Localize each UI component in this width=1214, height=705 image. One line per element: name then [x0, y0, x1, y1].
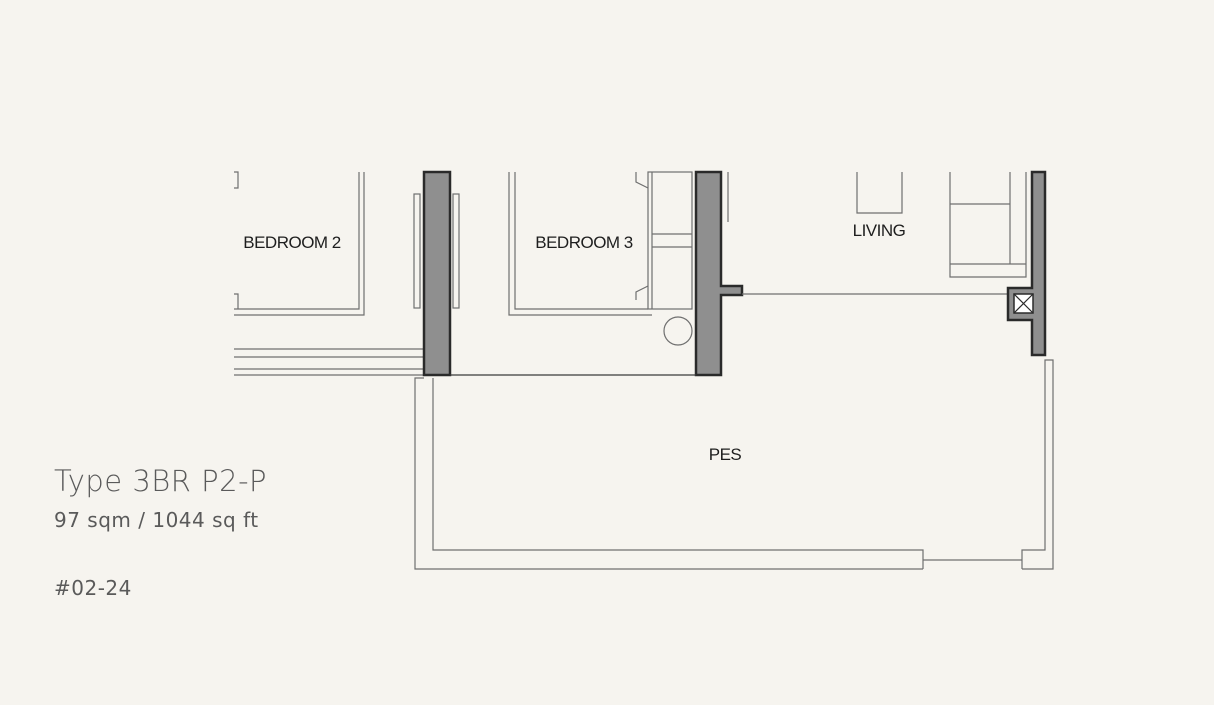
room-label-pes: PES: [709, 445, 742, 464]
wardrobe: [635, 171, 693, 310]
sliding-door: [413, 193, 460, 309]
room-label-bedroom-2: BEDROOM 2: [243, 233, 341, 252]
living-sofa: [949, 172, 1027, 278]
bedroom-3-outline: [508, 172, 652, 316]
corridor-lines: [234, 348, 424, 376]
structural-wall-1: [422, 170, 452, 377]
living-table: [856, 172, 903, 214]
unit-size: 97 sqm / 1044 sq ft: [54, 508, 259, 532]
bedroom-2-outline: [234, 171, 365, 316]
unit-type-title: Type 3BR P2-P: [54, 464, 268, 498]
structural-wall-2: [694, 170, 744, 377]
room-label-bedroom-3: BEDROOM 3: [535, 233, 633, 252]
column-icon: [1013, 293, 1034, 314]
round-fixture: [663, 316, 693, 346]
room-label-living: LIVING: [853, 221, 906, 240]
unit-number: #02-24: [54, 576, 132, 600]
pes-outline: [414, 359, 1054, 570]
